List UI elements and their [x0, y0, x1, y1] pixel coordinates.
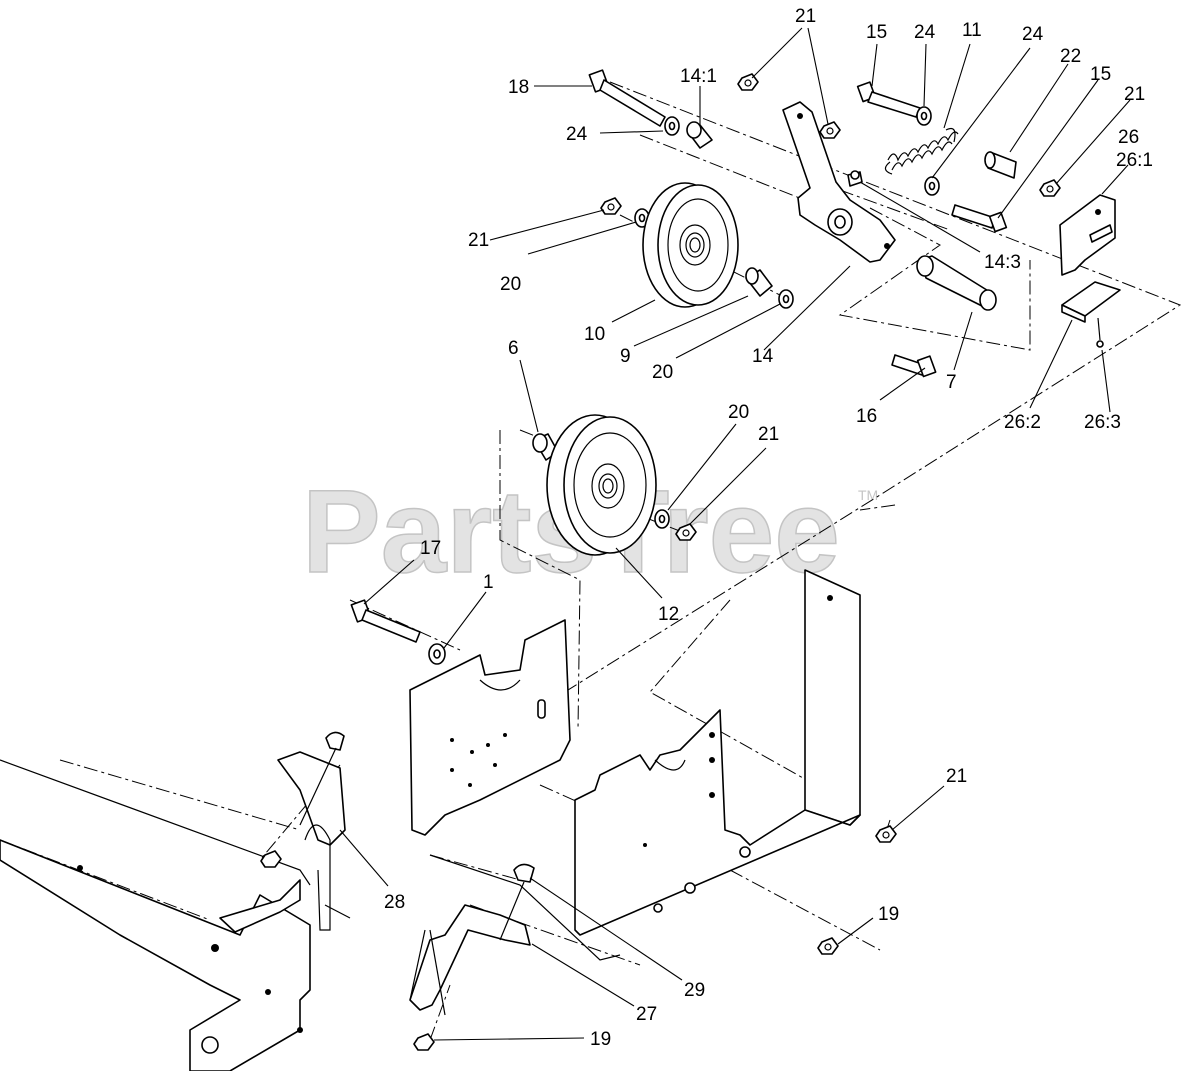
- washer-24-top: [664, 116, 680, 136]
- carriage-bolt-left: [299, 731, 345, 826]
- bolt-16: [891, 354, 937, 378]
- bushing-14-1: [686, 121, 713, 149]
- latch-28: [277, 751, 351, 931]
- nut-left: [260, 850, 282, 868]
- bolt-15-top: [856, 81, 921, 118]
- pulley-12: [546, 414, 657, 556]
- callout-label: 16: [856, 406, 877, 427]
- bolt-15-right: [951, 204, 1008, 233]
- callout-label: 26:1: [1116, 150, 1153, 171]
- callout-label: 1: [483, 572, 494, 593]
- pad-26-2: [1061, 281, 1121, 323]
- pulley-10: [642, 182, 739, 308]
- callout-label: 17: [420, 538, 441, 559]
- callout-label: 24: [566, 124, 588, 145]
- watermark-trademark: TM: [858, 487, 878, 503]
- screw-26-3: [1096, 317, 1104, 348]
- callout-label: 20: [652, 362, 673, 383]
- callout-label: 12: [658, 604, 679, 625]
- callout-label: 7: [946, 372, 957, 393]
- callout-label: 20: [500, 274, 521, 295]
- nut-19-right: [817, 937, 839, 955]
- leader-lines: [339, 27, 1131, 1041]
- callout-label: 21: [1124, 84, 1145, 105]
- idler-arm-14: [782, 101, 896, 263]
- nut-21-f: [875, 825, 897, 843]
- callout-label: 10: [584, 324, 605, 345]
- callout-label: 28: [384, 892, 405, 913]
- sleeve-7: [916, 255, 997, 311]
- callout-label: 22: [1060, 46, 1081, 67]
- callout-label: 18: [508, 77, 529, 98]
- callout-label: 20: [728, 402, 749, 423]
- callout-label: 9: [620, 346, 631, 367]
- bolt-18: [588, 69, 666, 127]
- callout-label: 29: [684, 980, 705, 1001]
- nut-19-bottom: [413, 1033, 435, 1051]
- callout-label: 27: [636, 1004, 657, 1025]
- callout-label: 19: [590, 1029, 611, 1050]
- nut-21-d: [600, 197, 622, 215]
- washer-1: [428, 643, 446, 665]
- callout-label: 26: [1118, 127, 1139, 148]
- callout-label: 19: [878, 904, 899, 925]
- deck-frame-left: [0, 759, 311, 1071]
- washer-24-b: [916, 106, 932, 126]
- carriage-bolt-29: [499, 863, 535, 941]
- nut-21-a: [737, 73, 759, 91]
- washer-20-b: [778, 289, 794, 309]
- callout-label: 15: [1090, 64, 1111, 85]
- callout-label: 21: [468, 230, 489, 251]
- grease-fitting-14-3: [847, 170, 863, 187]
- bolt-17: [350, 599, 421, 643]
- callout-label: 14: [752, 346, 774, 367]
- callout-label: 24: [914, 22, 936, 43]
- callout-label: 14:3: [984, 252, 1021, 273]
- callout-label: 14:1: [680, 66, 717, 87]
- callout-label: 11: [962, 20, 982, 41]
- washer-24-c: [924, 176, 940, 196]
- bail-27: [409, 904, 531, 1016]
- callout-label: 21: [946, 766, 967, 787]
- nut-21-c: [1039, 179, 1061, 197]
- callout-label: 15: [866, 22, 887, 43]
- left-mount-plate: [409, 619, 571, 836]
- callout-label: 6: [508, 338, 519, 359]
- callout-label: 26:2: [1004, 412, 1041, 433]
- nut-21-b: [819, 121, 841, 139]
- spring-11: [884, 127, 959, 175]
- callout-labels: 21 15 24 11 24 22 15 21 18 14:1 24 26 26…: [384, 6, 1153, 1050]
- callout-label: 21: [795, 6, 816, 27]
- callout-label: 26:3: [1084, 412, 1121, 433]
- deck-edge-bottom: [429, 854, 621, 961]
- callout-label: 24: [1022, 24, 1044, 45]
- spacer-22: [984, 151, 1017, 179]
- bracket-26: [1059, 194, 1116, 276]
- spacer-9: [745, 267, 773, 297]
- main-bracket: [574, 569, 861, 936]
- washer-20-c: [654, 509, 670, 529]
- callout-label: 21: [758, 424, 779, 445]
